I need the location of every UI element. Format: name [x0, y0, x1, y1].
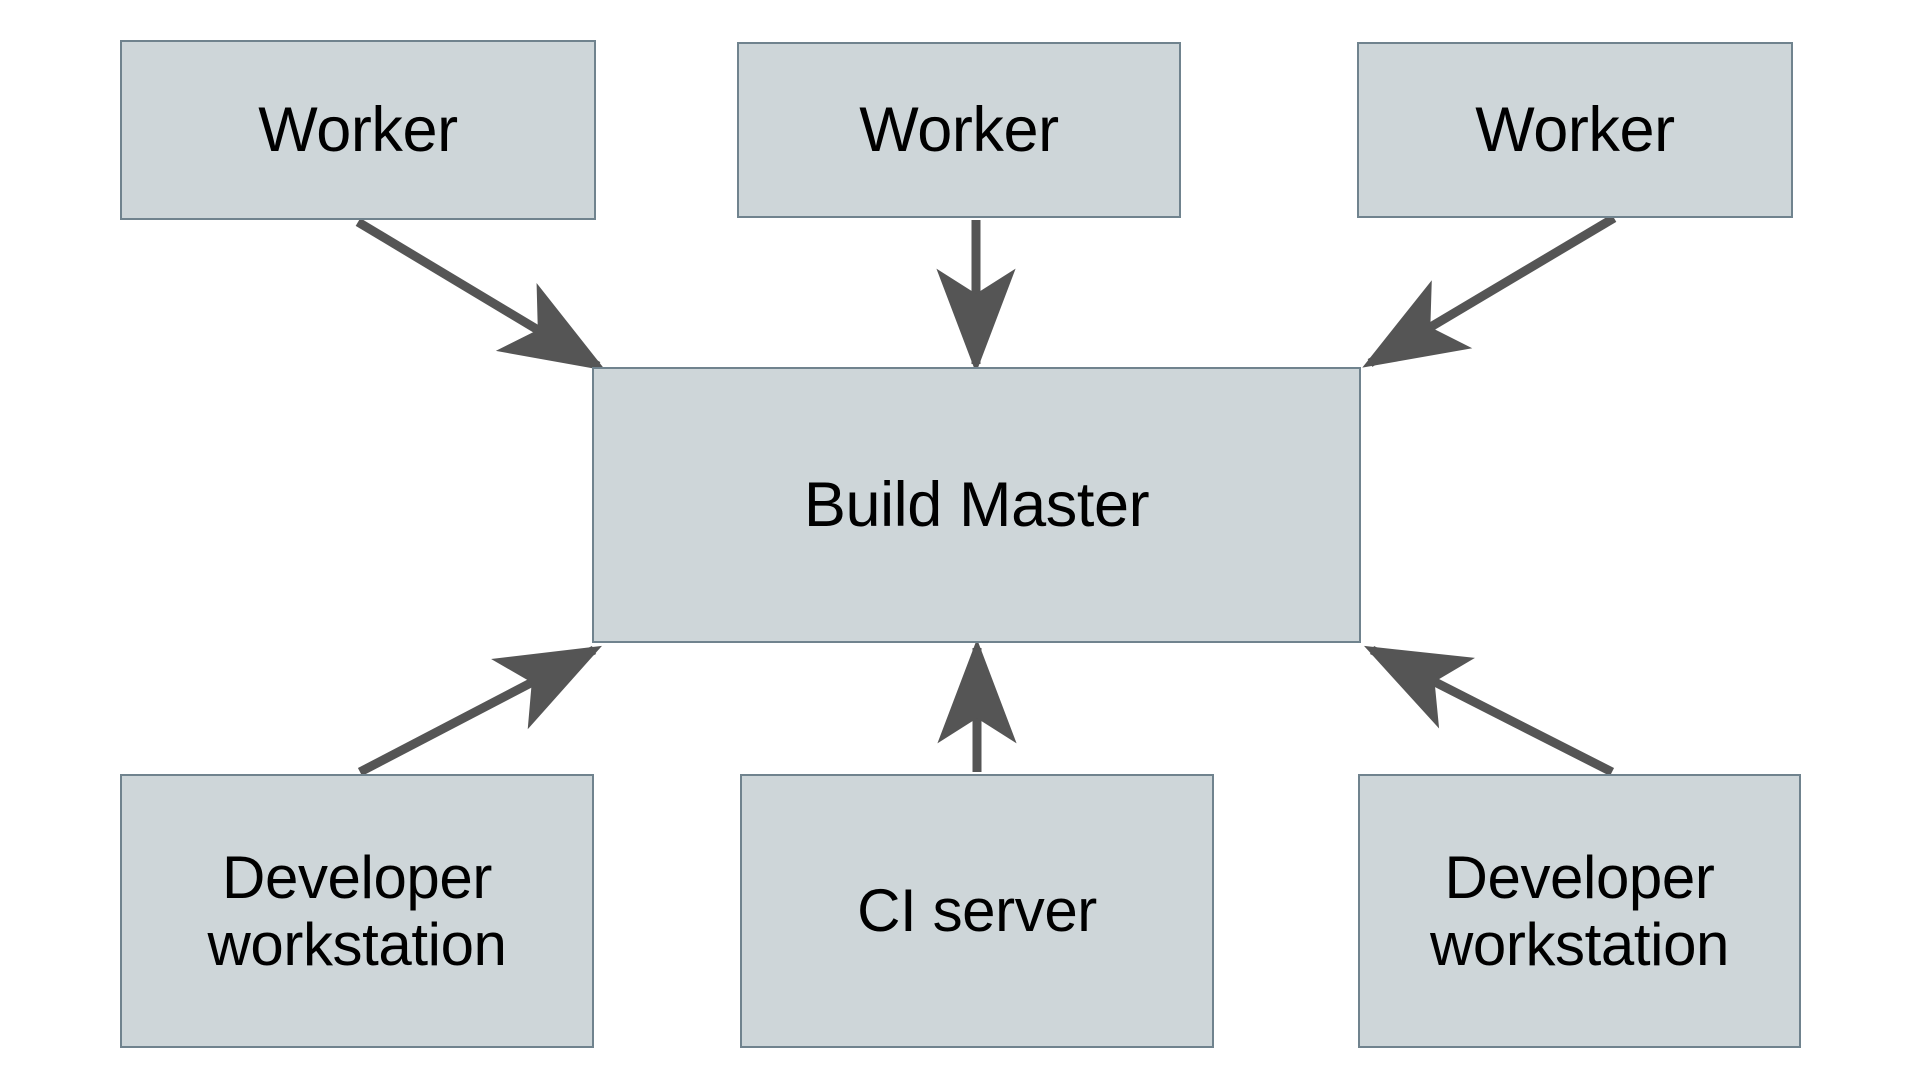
node-worker-2-label: Worker	[859, 94, 1059, 165]
node-worker-1-label: Worker	[258, 94, 458, 165]
node-ci-server-label: CI server	[857, 877, 1097, 945]
node-worker-1[interactable]: Worker	[120, 40, 596, 220]
node-build-master-label: Build Master	[803, 469, 1150, 540]
node-ci-server[interactable]: CI server	[740, 774, 1214, 1048]
node-worker-3-label: Worker	[1475, 94, 1675, 165]
node-dev-ws-left-label: Developer workstation	[207, 843, 507, 978]
node-dev-ws-left[interactable]: Developer workstation	[120, 774, 594, 1048]
node-dev-ws-right[interactable]: Developer workstation	[1358, 774, 1801, 1048]
edge-worker-3-to-build-master	[1362, 214, 1617, 368]
edge-dev-ws-left-to-build-master	[357, 645, 602, 776]
node-dev-ws-right-label: Developer workstation	[1429, 843, 1730, 978]
node-worker-2[interactable]: Worker	[737, 42, 1181, 218]
edge-worker-1-to-build-master	[355, 218, 606, 371]
edge-dev-ws-right-to-build-master	[1363, 645, 1615, 777]
node-build-master[interactable]: Build Master	[592, 367, 1361, 643]
node-worker-3[interactable]: Worker	[1357, 42, 1793, 218]
